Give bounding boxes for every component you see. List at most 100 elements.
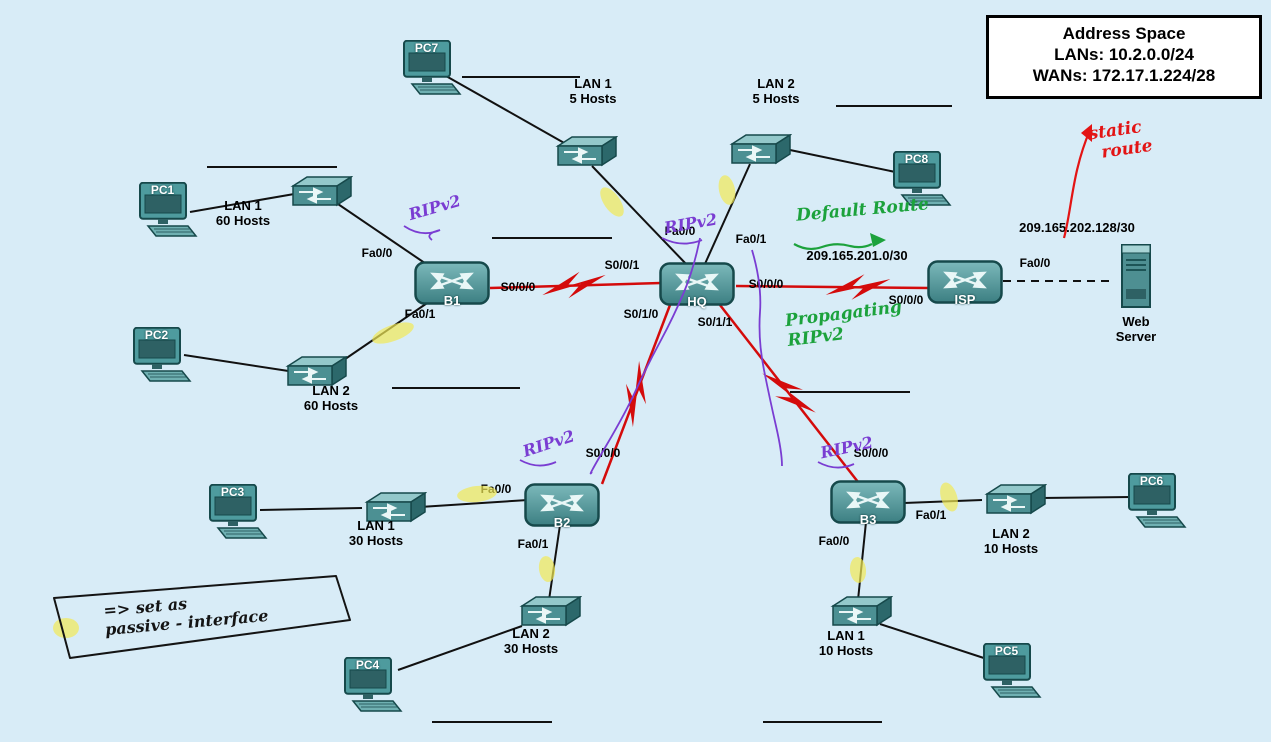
router-b2[interactable]: B2 bbox=[524, 483, 600, 532]
hq-fa01-label: Fa0/1 bbox=[735, 232, 767, 246]
b2-fa00-label: Fa0/0 bbox=[480, 482, 512, 496]
lan-name: LAN 1 bbox=[357, 518, 395, 533]
isp-fa00-label: Fa0/0 bbox=[1019, 256, 1051, 270]
bolt-hq-isp bbox=[825, 274, 891, 300]
switch-icon bbox=[977, 484, 1047, 516]
lan-hosts: 5 Hosts bbox=[752, 91, 800, 107]
pc7[interactable]: PC7 bbox=[402, 40, 462, 101]
pc4[interactable]: PC4 bbox=[343, 657, 403, 718]
lan-name: LAN 1 bbox=[574, 76, 612, 91]
lan-label-b1-lan1: LAN 1 60 Hosts bbox=[216, 198, 270, 229]
pc2[interactable]: PC2 bbox=[132, 327, 192, 388]
pc5-label: PC5 bbox=[994, 644, 1019, 658]
pc2-label: PC2 bbox=[144, 328, 169, 342]
switch-icon bbox=[823, 596, 893, 628]
b1-fa00-label: Fa0/0 bbox=[361, 246, 393, 260]
link-b3-fa01-sw bbox=[903, 499, 983, 504]
pc6-label: PC6 bbox=[1139, 474, 1164, 488]
lan-label-hq-lan2: LAN 2 5 Hosts bbox=[753, 76, 800, 107]
lan-name: LAN 2 bbox=[512, 626, 550, 641]
switch-b3-lan2[interactable] bbox=[977, 484, 1047, 521]
lan-label-b3-lan1: LAN 1 10 Hosts bbox=[819, 628, 873, 659]
pc6[interactable]: PC6 bbox=[1127, 473, 1187, 534]
pc5[interactable]: PC5 bbox=[982, 643, 1042, 704]
link-sw-pc5 bbox=[879, 623, 997, 663]
router-hq[interactable]: HQ bbox=[659, 262, 735, 311]
hq-s000-label: S0/0/0 bbox=[748, 277, 784, 291]
lan-hosts: 10 Hosts bbox=[983, 541, 1039, 557]
lan-hosts: 30 Hosts bbox=[348, 533, 404, 549]
address-space-title: Address Space bbox=[1062, 24, 1186, 43]
switch-icon bbox=[512, 596, 582, 628]
network-hq-isp-label: 209.165.201.0/30 bbox=[806, 248, 908, 263]
lan-hosts: 5 Hosts bbox=[569, 91, 617, 107]
pc8[interactable]: PC8 bbox=[892, 151, 952, 212]
lan-name: LAN 1 bbox=[224, 198, 262, 213]
green-arrow bbox=[793, 233, 886, 251]
router-b2-label: B2 bbox=[553, 515, 571, 530]
pc3-label: PC3 bbox=[220, 485, 245, 499]
web-server-label-line1: Web bbox=[1122, 314, 1150, 329]
web-server[interactable] bbox=[1115, 243, 1157, 316]
hq-s011-label: S0/1/1 bbox=[697, 315, 733, 329]
lan-name: LAN 2 bbox=[312, 383, 350, 398]
b1-fa01-label: Fa0/1 bbox=[404, 307, 436, 321]
yellow-highlights bbox=[53, 175, 958, 638]
pc1[interactable]: PC1 bbox=[138, 182, 198, 243]
router-b3-label: B3 bbox=[859, 512, 877, 527]
lan-hosts: 30 Hosts bbox=[503, 641, 559, 657]
pc8-label: PC8 bbox=[904, 152, 929, 166]
lan-name: LAN 2 bbox=[992, 526, 1030, 541]
annotation-static-route: static route bbox=[1087, 116, 1153, 165]
bolt-hq-b3 bbox=[762, 373, 816, 413]
lan-label-b1-lan2: LAN 2 60 Hosts bbox=[304, 383, 358, 414]
router-b3[interactable]: B3 bbox=[830, 480, 906, 529]
b1-s000-label: S0/0/0 bbox=[500, 280, 536, 294]
link-pc7-sw bbox=[445, 75, 567, 145]
lan-name: LAN 1 bbox=[827, 628, 865, 643]
annotation-ripv2-b1: RIPv2 bbox=[406, 191, 463, 224]
lan-name: LAN 2 bbox=[757, 76, 795, 91]
switch-icon bbox=[283, 176, 353, 208]
link-b2-fa01-sw bbox=[548, 524, 561, 601]
switch-b1-lan1[interactable] bbox=[283, 176, 353, 213]
hq-s001-label: S0/0/1 bbox=[604, 258, 640, 272]
switch-hq-lan1[interactable] bbox=[548, 136, 618, 173]
router-hq-label: HQ bbox=[687, 294, 707, 309]
lan-label-b2-lan1: LAN 1 30 Hosts bbox=[349, 518, 403, 549]
switch-icon bbox=[548, 136, 618, 168]
lan-label-b2-lan2: LAN 2 30 Hosts bbox=[504, 626, 558, 657]
server-icon bbox=[1115, 243, 1157, 311]
b2-fa01-label: Fa0/1 bbox=[517, 537, 549, 551]
b3-s000-label: S0/0/0 bbox=[853, 446, 889, 460]
link-pc3-sw bbox=[259, 507, 363, 511]
annotation-propagating-ripv2: Propagating RIPv2 bbox=[784, 297, 906, 352]
hq-s010-label: S0/1/0 bbox=[623, 307, 659, 321]
network-isp-lan-label: 209.165.202.128/30 bbox=[1019, 220, 1135, 235]
address-space-wans: WANs: 172.17.1.224/28 bbox=[1032, 66, 1216, 86]
pc3[interactable]: PC3 bbox=[208, 484, 268, 545]
lan-label-b3-lan2: LAN 2 10 Hosts bbox=[984, 526, 1038, 557]
web-server-label: Web Server bbox=[1116, 314, 1156, 345]
bolt-hq-b2 bbox=[626, 360, 646, 428]
pc4-label: PC4 bbox=[355, 658, 380, 672]
lan-hosts: 60 Hosts bbox=[303, 398, 359, 414]
b2-s000-label: S0/0/0 bbox=[585, 446, 621, 460]
link-b3-fa00-sw bbox=[857, 521, 867, 601]
router-b1[interactable]: B1 bbox=[414, 261, 490, 310]
router-isp[interactable]: ISP bbox=[927, 260, 1003, 309]
isp-s000-label: S0/0/0 bbox=[888, 293, 924, 307]
router-b1-label: B1 bbox=[443, 293, 461, 308]
b3-fa00-label: Fa0/0 bbox=[818, 534, 850, 548]
annotation-passive-interface-note: => set as passive - interface bbox=[103, 587, 270, 640]
annotation-default-route: Default Route bbox=[795, 194, 930, 226]
link-sw-b2-fa00 bbox=[419, 499, 529, 508]
link-sw-pc6 bbox=[1039, 496, 1133, 499]
lan-hosts: 10 Hosts bbox=[818, 643, 874, 659]
switch-icon bbox=[722, 134, 792, 166]
bolt-b1-hq bbox=[542, 271, 606, 299]
switch-hq-lan2[interactable] bbox=[722, 134, 792, 171]
lan-label-hq-lan1: LAN 1 5 Hosts bbox=[570, 76, 617, 107]
router-isp-label: ISP bbox=[954, 292, 976, 307]
